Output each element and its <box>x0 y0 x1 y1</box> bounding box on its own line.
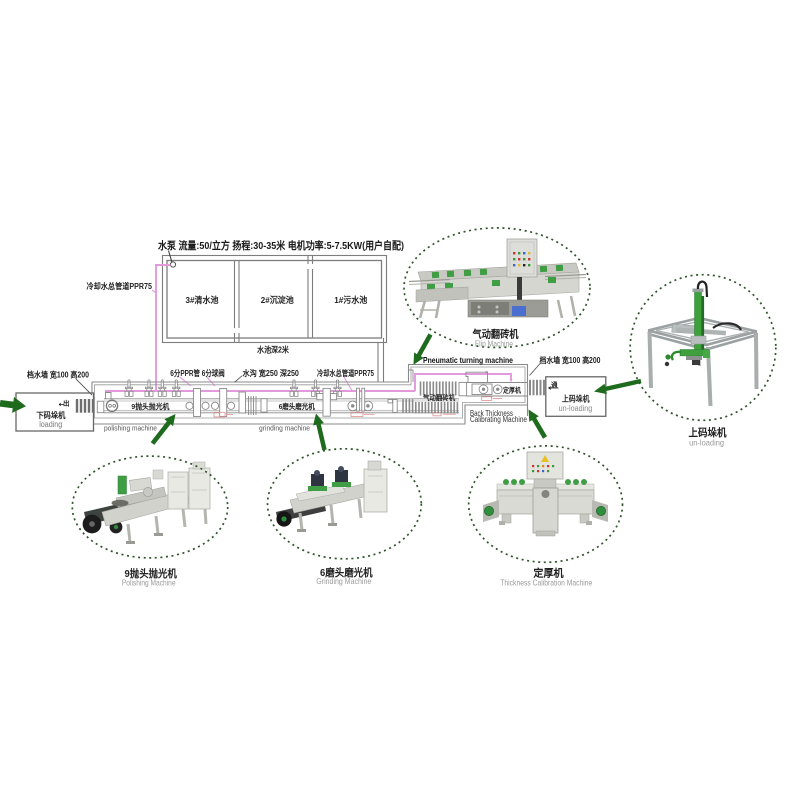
svg-text:6磨头磨光机: 6磨头磨光机 <box>320 566 373 579</box>
svg-text:气动翻砖机: 气动翻砖机 <box>422 393 455 402</box>
svg-text:un-loading: un-loading <box>559 404 593 413</box>
svg-text:档水墙 宽100 高200: 档水墙 宽100 高200 <box>27 370 89 380</box>
svg-text:un-loading: un-loading <box>689 437 724 447</box>
svg-text:上码垛机: 上码垛机 <box>689 426 727 439</box>
svg-text:Pneumatic turning machine: Pneumatic turning machine <box>423 356 513 365</box>
svg-text:下码垛机: 下码垛机 <box>36 410 65 420</box>
svg-text:grinding machine: grinding machine <box>259 424 310 433</box>
svg-text:通: 通 <box>551 380 558 389</box>
svg-text:水泵 流量:50/立方 扬程:30-35米 电机功率:5-7: 水泵 流量:50/立方 扬程:30-35米 电机功率:5-7.5KW(用户自配) <box>157 239 404 252</box>
svg-text:Back Thickness: Back Thickness <box>470 409 513 418</box>
svg-text:Thickness Calibration Machine: Thickness Calibration Machine <box>500 577 592 587</box>
svg-text:冷却水总管道PPR75: 冷却水总管道PPR75 <box>87 281 153 291</box>
svg-text:6磨头磨光机: 6磨头磨光机 <box>279 401 315 411</box>
svg-text:出: 出 <box>63 399 70 408</box>
svg-text:水沟 宽250 深250: 水沟 宽250 深250 <box>242 368 300 378</box>
svg-text:定厚机: 定厚机 <box>532 567 564 580</box>
svg-text:Grinding Machine: Grinding Machine <box>316 576 371 586</box>
svg-text:9抛头抛光机: 9抛头抛光机 <box>131 401 169 411</box>
svg-text:Calibrating Machine: Calibrating Machine <box>470 415 527 424</box>
svg-text:气动翻砖机: 气动翻砖机 <box>472 328 519 341</box>
svg-text:loading: loading <box>39 420 62 429</box>
svg-text:3#清水池: 3#清水池 <box>186 295 219 305</box>
svg-text:2#沉淀池: 2#沉淀池 <box>261 295 294 305</box>
svg-text:6分PPR管 6分球阀: 6分PPR管 6分球阀 <box>170 368 224 378</box>
svg-text:档水墙 宽100 高200: 档水墙 宽100 高200 <box>540 355 601 365</box>
svg-text:冷却水总管道PPR75: 冷却水总管道PPR75 <box>317 368 374 378</box>
svg-text:上码垛机: 上码垛机 <box>562 393 590 403</box>
svg-text:Flip Machine: Flip Machine <box>475 339 513 349</box>
svg-text:polishing machine: polishing machine <box>104 424 157 433</box>
svg-text:水池深2米: 水池深2米 <box>256 345 290 355</box>
svg-text:9抛头抛光机: 9抛头抛光机 <box>125 567 178 580</box>
svg-text:Polishing Machine: Polishing Machine <box>122 577 176 587</box>
svg-text:1#污水池: 1#污水池 <box>334 295 367 305</box>
svg-text:定厚机: 定厚机 <box>503 386 521 395</box>
